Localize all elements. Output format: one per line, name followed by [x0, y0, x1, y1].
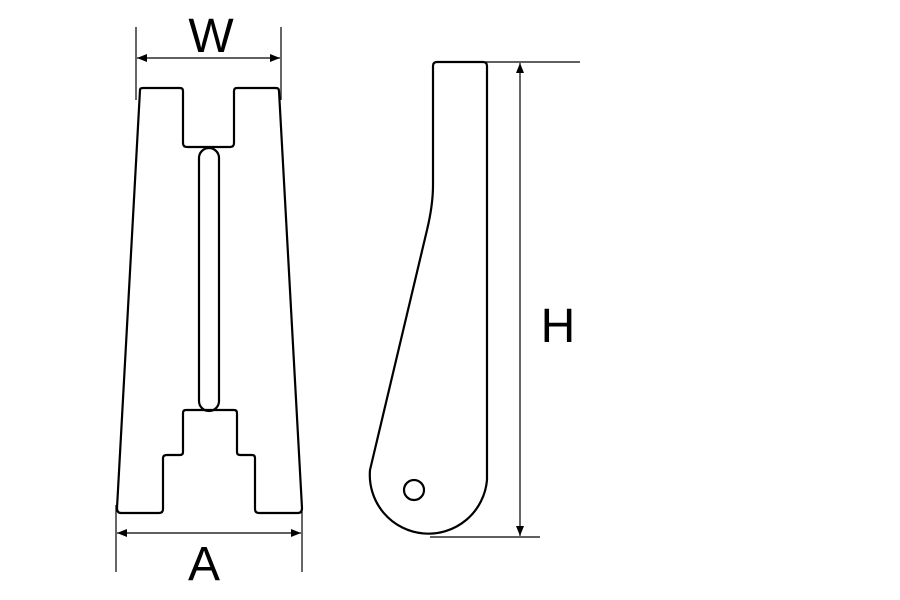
center-rib: [197, 146, 221, 413]
pin-hole: [402, 478, 426, 502]
dimension-h: H: [430, 61, 580, 538]
side-view-outline: [368, 60, 489, 535]
dimension-a-label: A: [188, 538, 220, 591]
dimension-w: W: [135, 10, 282, 100]
front-view-outline: [115, 86, 304, 515]
dimension-a: A: [115, 505, 303, 591]
front-view: [115, 86, 304, 515]
dimension-h-label: H: [541, 300, 576, 353]
dimension-w-label: W: [188, 10, 234, 63]
side-view: [368, 60, 489, 535]
